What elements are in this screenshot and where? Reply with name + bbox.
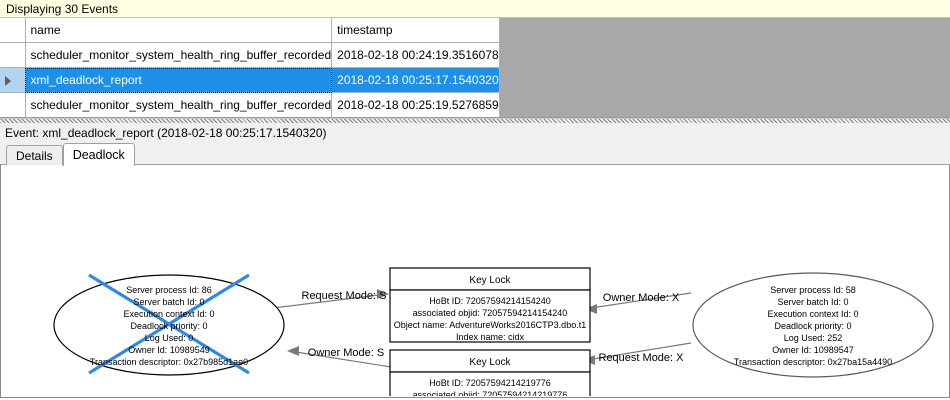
victim-line-4: Log Used: 0 — [145, 333, 194, 343]
surviving-line-5: Owner Id: 10989547 — [772, 345, 854, 355]
surviving-line-4: Log Used: 252 — [784, 333, 843, 343]
process-node-surviving[interactable]: Server process Id: 58 Server batch Id: 0… — [692, 272, 934, 378]
deadlock-graph-canvas[interactable]: Server process Id: 86 Server batch Id: 0… — [0, 165, 950, 398]
edge-label-request-mode-x: Request Mode: X — [599, 352, 685, 364]
victim-line-2: Execution context Id: 0 — [123, 309, 214, 319]
resource-bottom-line-1: associated objid: 72057594214219776 — [413, 390, 568, 396]
column-header-timestamp[interactable]: timestamp — [331, 18, 500, 43]
cell-name[interactable]: scheduler_monitor_system_health_ring_buf… — [25, 92, 333, 117]
victim-line-6: Transaction descriptor: 0x27b985d1ae0 — [90, 357, 248, 367]
row-selector-triangle-icon — [5, 75, 11, 86]
surviving-line-2: Execution context Id: 0 — [767, 309, 858, 319]
resource-bottom-line-0: HoBt ID: 72057594214219776 — [429, 378, 551, 388]
victim-cross-icon — [88, 273, 250, 375]
resource-top-line-3: Index name: cidx — [456, 332, 525, 342]
resource-bottom-title: Key Lock — [469, 357, 511, 368]
tab-details[interactable]: Details — [6, 145, 63, 166]
resource-top-title: Key Lock — [469, 275, 511, 286]
resource-node-key-lock-top[interactable]: Key Lock HoBt ID: 72057594214154240 asso… — [389, 267, 591, 343]
resource-top-line-2: Object name: AdventureWorks2016CTP3.dbo.… — [394, 320, 586, 330]
status-banner-text: Displaying 30 Events — [6, 2, 119, 16]
edge-owner-mode-x — [585, 292, 692, 314]
tab-deadlock[interactable]: Deadlock — [62, 143, 135, 166]
edge-request-mode-s — [272, 289, 389, 309]
edge-label-text: Request Mode: X — [599, 352, 685, 364]
victim-line-3: Deadlock priority: 0 — [130, 321, 207, 331]
resource-node-key-lock-bottom[interactable]: Key Lock HoBt ID: 72057594214219776 asso… — [389, 349, 591, 396]
surviving-line-0: Server process Id: 58 — [770, 285, 856, 295]
cell-name[interactable]: scheduler_monitor_system_health_ring_buf… — [25, 42, 333, 68]
table-row[interactable]: scheduler_monitor_system_health_ring_buf… — [0, 92, 500, 117]
surviving-line-3: Deadlock priority: 0 — [774, 321, 851, 331]
panel-splitter[interactable] — [0, 118, 950, 123]
cell-timestamp[interactable]: 2018-02-18 00:25:19.5276859 — [331, 92, 500, 117]
victim-line-1: Server batch Id: 0 — [133, 297, 204, 307]
victim-line-0: Server process Id: 86 — [126, 285, 212, 295]
edge-label-text: Request Mode: S — [302, 290, 387, 302]
surviving-line-6: Transaction descriptor: 0x27ba15a4490 — [734, 357, 892, 367]
edge-label-request-mode-s: Request Mode: S — [302, 290, 387, 302]
edge-label-owner-mode-x: Owner Mode: X — [603, 292, 680, 304]
edge-label-owner-mode-s: Owner Mode: S — [308, 347, 384, 359]
events-grid-panel: name timestamp scheduler_monitor_system_… — [0, 18, 950, 118]
resource-top-line-1: associated objid: 72057594214154240 — [413, 308, 568, 318]
edge-label-text: Owner Mode: X — [603, 292, 680, 304]
surviving-line-1: Server batch Id: 0 — [777, 297, 848, 307]
cell-timestamp[interactable]: 2018-02-18 00:24:19.3516078 — [331, 42, 500, 68]
table-header-row: name timestamp — [0, 18, 500, 43]
victim-line-5: Owner Id: 10989549 — [128, 345, 210, 355]
row-selector-cell[interactable] — [0, 67, 26, 93]
row-selector-cell[interactable] — [0, 92, 26, 117]
cell-timestamp[interactable]: 2018-02-18 00:25:17.1540320 — [331, 67, 500, 93]
process-node-victim[interactable]: Server process Id: 86 Server batch Id: 0… — [53, 273, 285, 376]
row-selector-header — [0, 18, 26, 43]
status-banner: Displaying 30 Events — [0, 0, 950, 18]
event-header-text: Event: xml_deadlock_report (2018-02-18 0… — [5, 126, 327, 140]
table-row[interactable]: xml_deadlock_report 2018-02-18 00:25:17.… — [0, 67, 500, 93]
table-row[interactable]: scheduler_monitor_system_health_ring_buf… — [0, 42, 500, 68]
column-header-name[interactable]: name — [25, 18, 333, 43]
edge-label-text: Owner Mode: S — [308, 347, 384, 359]
resource-top-line-0: HoBt ID: 72057594214154240 — [429, 296, 551, 306]
events-table: name timestamp scheduler_monitor_system_… — [0, 18, 500, 117]
cell-name[interactable]: xml_deadlock_report — [25, 67, 333, 93]
event-header: Event: xml_deadlock_report (2018-02-18 0… — [0, 123, 950, 143]
edge-owner-mode-s — [287, 346, 392, 368]
row-selector-cell[interactable] — [0, 42, 26, 68]
